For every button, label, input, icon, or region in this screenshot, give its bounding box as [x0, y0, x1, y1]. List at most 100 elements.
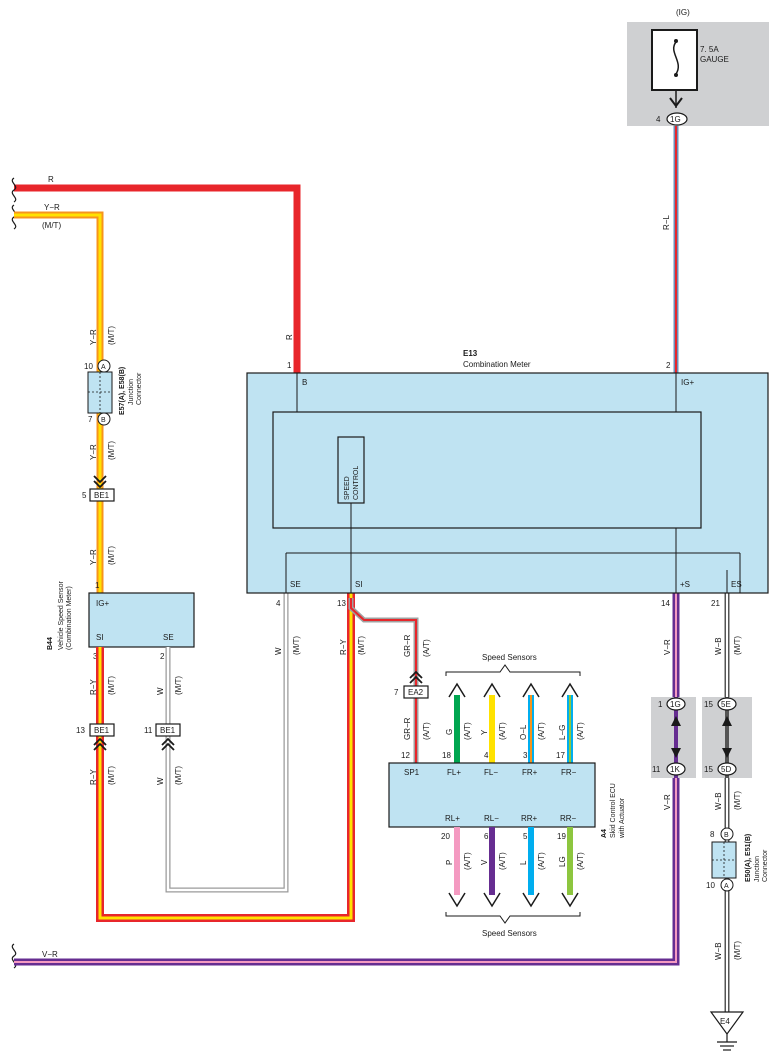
speed-sensor-pin-se-num: 2	[160, 652, 165, 661]
ecu-bottom-wire-color-4: LG	[558, 856, 567, 867]
meter-code: E13	[463, 349, 478, 358]
ecu-top-pin-num-4: 17	[556, 751, 565, 760]
junction-pin-b-label: B	[101, 417, 106, 424]
junction-top-name-2: Connector	[136, 372, 143, 405]
combination-meter: SPEED CONTROL E13 Combination Meter 1 B …	[246, 349, 769, 608]
ground: E4	[709, 1011, 745, 1051]
junction-bottom-pin-b-label: B	[724, 832, 729, 839]
wire-label-w-1: W	[156, 687, 165, 695]
junction-pin-a	[97, 359, 111, 373]
wire-label-yr-2: Y−R	[89, 444, 98, 460]
meter-pin-s: +S	[680, 580, 690, 589]
meter-pin-si: SI	[355, 580, 363, 589]
ecu-top-wire-color-3: O−L	[519, 724, 528, 740]
connector-be1-c-pin: 11	[144, 726, 153, 735]
speed-sensor-pin-si-num: 3	[93, 652, 98, 661]
ecu-top-pin-name-3: FR+	[522, 768, 538, 777]
ecu-name-1: Skid Control ECU	[610, 783, 617, 838]
meter-pin-b-num: 1	[287, 361, 292, 370]
ecu-name-2: with Actuator	[619, 797, 626, 839]
wire-label-mt-wb-2: (M/T)	[733, 791, 742, 810]
wire-label-mt-ry-2: (M/T)	[107, 766, 116, 785]
fuse-supply: (IG)	[676, 8, 690, 17]
junction-bottom-pin-b-num: 8	[710, 830, 715, 839]
meter-pin-b: B	[302, 378, 307, 387]
ecu-top-pin-num-1: 18	[442, 751, 451, 760]
ecu-bottom-pin-name-2: RR+	[521, 814, 538, 823]
ecu-top-wire-note-3: (A/T)	[537, 722, 546, 740]
wire-label-mt-2: (M/T)	[107, 441, 116, 460]
connector-5d-label: 5D	[721, 765, 731, 774]
connector-be1-a-box	[89, 488, 115, 502]
wire-label-ry-3: R−Y	[339, 639, 348, 655]
speed-sensor-wires-top: Speed Sensors	[445, 653, 581, 763]
connector-arrow-icon	[722, 748, 732, 758]
wire-label-mt-wb-1: (M/T)	[733, 636, 742, 655]
connector-5e-pin: 15	[704, 700, 713, 709]
connector-be1-b: BE1 13	[76, 723, 115, 751]
ecu-top-wire-color-4: L−G	[558, 725, 567, 740]
junction-bottom-pin-b	[720, 827, 734, 841]
ecu-bottom-pin-num-2: 5	[523, 832, 528, 841]
junction-bottom-pin-a-label: A	[724, 883, 729, 890]
connector-be1-b-pin: 13	[76, 726, 85, 735]
ecu-top-pin-num-0: 12	[401, 751, 410, 760]
ecu-bottom-pin-num-0: 20	[441, 832, 450, 841]
connector-1k	[666, 762, 686, 776]
ecu-top-wire-note-2: (A/T)	[498, 722, 507, 740]
ecu-bottom-pin-name-0: RL+	[445, 814, 460, 823]
connector-chevron-icon	[93, 475, 107, 489]
meter-inner-box	[272, 411, 702, 529]
wire-label-at-grr-2: (A/T)	[422, 722, 431, 740]
ecu-top-pin-name-0: SP1	[404, 768, 420, 777]
connector-ea2: EA2 7	[394, 670, 429, 699]
connector-be1-c: BE1 11	[144, 723, 181, 751]
meter-pin-es: ES	[731, 580, 742, 589]
connector-ea2-box	[403, 685, 429, 699]
connector-chevron-icon	[161, 737, 175, 751]
fuse-rating: 7. 5A	[700, 45, 719, 54]
connector-chevron-icon	[93, 737, 107, 751]
connector-5e-label: 5E	[721, 700, 731, 709]
connector-5e	[717, 697, 737, 711]
meter-pin-si-num: 13	[337, 599, 346, 608]
meter-pin-se-num: 4	[276, 599, 281, 608]
ecu-bottom-pin-num-1: 6	[484, 832, 489, 841]
speed-sensor-pin-se: SE	[163, 633, 174, 642]
meter-pin-ig: IG+	[681, 378, 694, 387]
meter-pin-ig-num: 2	[666, 361, 671, 370]
connector-1k-pin: 11	[652, 765, 661, 774]
ecu-top-pin-name-4: FR−	[561, 768, 577, 777]
ecu-top-pin-name-2: FL−	[484, 768, 498, 777]
junction-top-code: E57(A), E58(B)	[119, 367, 126, 415]
wire-label-r: R	[285, 334, 294, 340]
connector-be1-a-label: BE1	[94, 491, 110, 500]
wire-r-y: R−Y (M/T) R−Y (M/T) R−Y (M/T)	[89, 593, 366, 922]
wire-label-mt-wb-3: (M/T)	[733, 941, 742, 960]
ecu-top-wire-color-1: G	[445, 729, 454, 735]
wire-w: W (M/T) W (M/T) W (M/T)	[156, 593, 301, 893]
meter-pin-es-num: 21	[711, 599, 720, 608]
ecu-code: A4	[601, 829, 608, 838]
connector-chevron-icon	[409, 670, 423, 684]
wire-label-mt-w-2: (M/T)	[174, 766, 183, 785]
connector-1g-pin: 1	[658, 700, 663, 709]
speed-control-box	[337, 436, 365, 504]
wire-label-mt-1: (M/T)	[107, 326, 116, 345]
junction-bottom-pin-a	[720, 878, 734, 892]
connector-5d	[717, 762, 737, 776]
connector-1g-label: 1G	[670, 700, 681, 709]
wire-label-wb-3: W−B	[714, 942, 723, 960]
connector-5d-pin: 15	[704, 765, 713, 774]
wire-label-yr-top: Y−R	[44, 203, 60, 212]
wire-label-yr-3: Y−R	[89, 549, 98, 565]
wire-label-mt-ry-1: (M/T)	[107, 676, 116, 695]
fuse-connector-label: 1G	[670, 115, 681, 124]
ecu-top-wire-color-2: Y	[480, 729, 489, 735]
speed-control-label-1: SPEED	[344, 476, 351, 500]
connector-5e-5d: 5E 15 5D 15	[702, 697, 752, 778]
speed-sensor-box	[88, 592, 195, 648]
junction-pin-b-num: 7	[88, 415, 93, 424]
junction-connector-top: A 10 B 7 E57(A), E58(B) Junction Connect…	[84, 359, 143, 426]
